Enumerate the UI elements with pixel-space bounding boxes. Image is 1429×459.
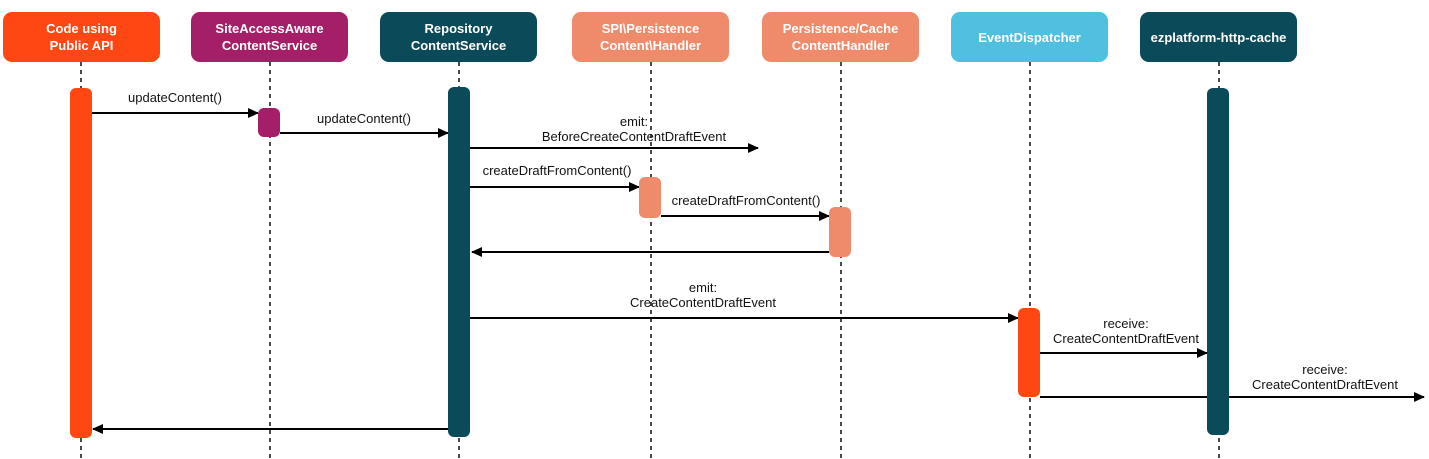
message-label-updatecontent-1: updateContent() bbox=[95, 90, 255, 105]
message-arrow-updatecontent-2 bbox=[280, 132, 448, 134]
actor-label-line: SPI\Persistence bbox=[601, 21, 700, 36]
activation-ezplatform-http-cache bbox=[1207, 88, 1229, 435]
message-label-line: CreateContentDraftEvent bbox=[1053, 331, 1199, 346]
actor-spi-persistence-content-handler: SPI\Persistence Content\Handler bbox=[572, 12, 729, 62]
message-label-createdraftfromcontent-1: createDraftFromContent() bbox=[477, 163, 637, 178]
activation-eventdispatcher bbox=[1018, 308, 1040, 397]
lifeline-eventdispatcher bbox=[1029, 62, 1031, 459]
message-arrow-return-to-caller bbox=[93, 428, 448, 430]
actor-label-line: ContentService bbox=[221, 38, 318, 53]
message-label-line: CreateContentDraftEvent bbox=[630, 295, 776, 310]
message-label-createdraftfromcontent-2: createDraftFromContent() bbox=[666, 193, 826, 208]
message-label-receive-createcontentdraftevent-2: receive: CreateContentDraftEvent bbox=[1195, 362, 1429, 392]
actor-label-line: EventDispatcher bbox=[978, 29, 1081, 45]
message-label-line: emit: bbox=[619, 114, 649, 129]
message-label-emit-beforecreatecontentdraftevent: emit: BeforeCreateContentDraftEvent bbox=[504, 114, 764, 144]
message-label-receive-createcontentdraftevent-1: receive: CreateContentDraftEvent bbox=[996, 316, 1256, 346]
message-label-line: createDraftFromContent() bbox=[671, 193, 821, 208]
message-label-line: receive: bbox=[1103, 316, 1149, 331]
lifeline-spi-persistence-content-handler bbox=[650, 62, 652, 459]
lifeline-siteaccessaware-contentservice bbox=[269, 62, 271, 459]
message-arrow-return-to-repository bbox=[472, 251, 829, 253]
actor-label-line: SiteAccessAware bbox=[215, 21, 324, 36]
message-label-line: createDraftFromContent() bbox=[482, 163, 632, 178]
message-label-line: updateContent() bbox=[128, 90, 222, 105]
message-label-updatecontent-2: updateContent() bbox=[284, 111, 444, 126]
message-label-line: CreateContentDraftEvent bbox=[1252, 377, 1398, 392]
message-arrow-emit-beforecreatecontentdraftevent bbox=[470, 147, 758, 149]
actor-repository-contentservice: Repository ContentService bbox=[380, 12, 537, 62]
actor-label-line: ezplatform-http-cache bbox=[1150, 29, 1287, 45]
actor-label-line: Repository bbox=[424, 21, 493, 36]
lifeline-persistence-cache-contenthandler bbox=[840, 62, 842, 459]
message-arrow-updatecontent-1 bbox=[92, 112, 258, 114]
actor-label-line: Code using bbox=[46, 21, 117, 36]
actor-code-using-public-api: Code using Public API bbox=[3, 12, 160, 62]
message-label-line: updateContent() bbox=[317, 111, 411, 126]
message-arrow-createdraftfromcontent-1 bbox=[470, 186, 639, 188]
activation-siteaccessaware-contentservice bbox=[258, 108, 280, 137]
activation-persistence-cache-contenthandler bbox=[829, 207, 851, 257]
activation-repository-contentservice bbox=[448, 87, 470, 437]
message-arrow-emit-createcontentdraftevent bbox=[470, 317, 1018, 319]
actor-eventdispatcher: EventDispatcher bbox=[951, 12, 1108, 62]
activation-code-using-public-api bbox=[70, 88, 92, 438]
message-label-emit-createcontentdraftevent: emit: CreateContentDraftEvent bbox=[573, 280, 833, 310]
actor-label-line: Persistence/Cache bbox=[782, 21, 899, 36]
actor-label-line: Content\Handler bbox=[599, 38, 702, 53]
actor-siteaccessaware-contentservice: SiteAccessAware ContentService bbox=[191, 12, 348, 62]
message-arrow-receive-createcontentdraftevent-1 bbox=[1040, 352, 1207, 354]
actor-label-line: Public API bbox=[49, 38, 114, 53]
actor-ezplatform-http-cache: ezplatform-http-cache bbox=[1140, 12, 1297, 62]
message-arrow-receive-createcontentdraftevent-2 bbox=[1040, 396, 1424, 398]
message-label-line: BeforeCreateContentDraftEvent bbox=[541, 129, 727, 144]
message-label-line: emit: bbox=[688, 280, 718, 295]
actor-label-line: ContentService bbox=[410, 38, 507, 53]
message-arrow-createdraftfromcontent-2 bbox=[661, 215, 829, 217]
actor-persistence-cache-contenthandler: Persistence/Cache ContentHandler bbox=[762, 12, 919, 62]
activation-spi-persistence-content-handler bbox=[639, 177, 661, 218]
actor-label-line: ContentHandler bbox=[791, 38, 890, 53]
message-label-line: receive: bbox=[1302, 362, 1348, 377]
